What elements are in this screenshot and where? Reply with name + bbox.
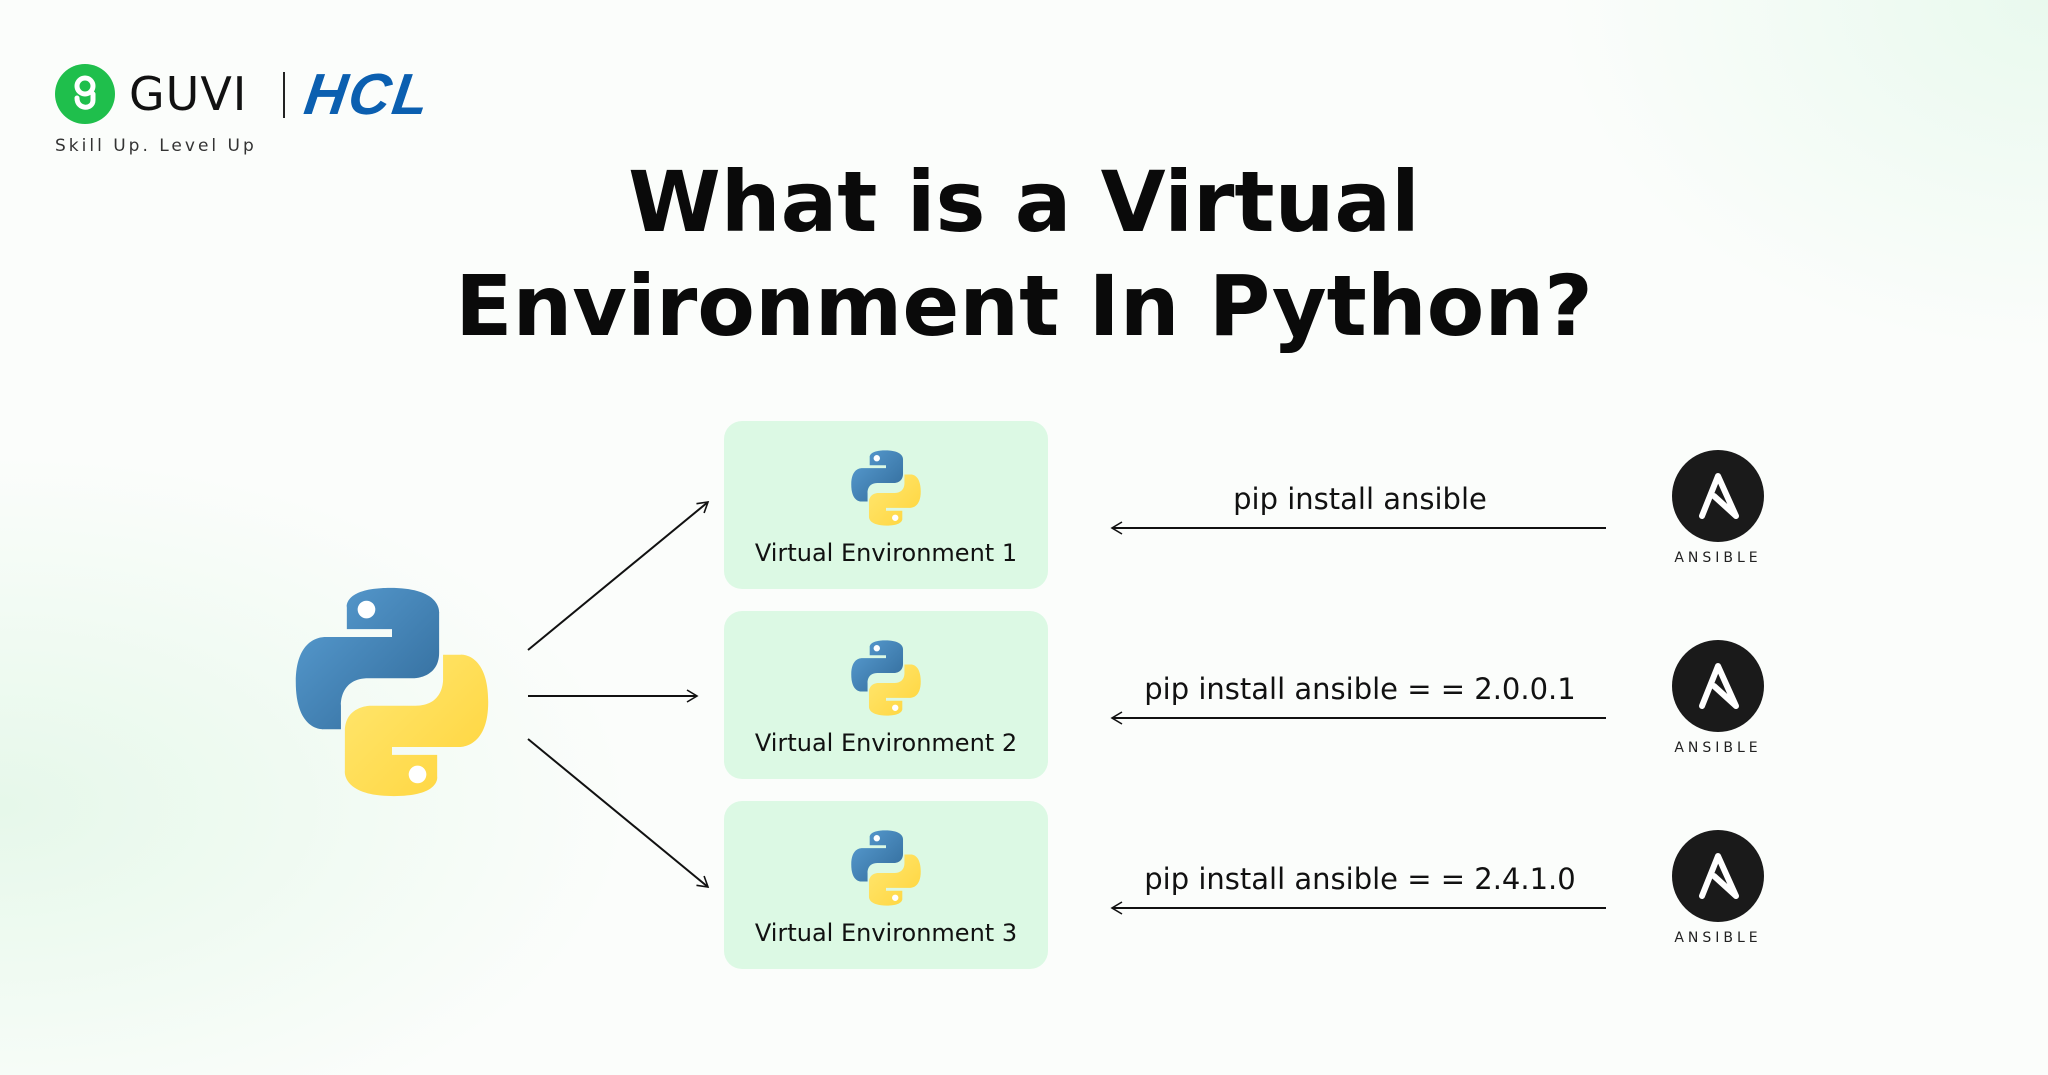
command-label-1: pip install ansible [1233, 482, 1487, 516]
page-title: What is a Virtual Environment In Python? [0, 150, 2048, 358]
env-label-2: Virtual Environment 2 [754, 729, 1018, 757]
env-box-3: Virtual Environment 3 [724, 801, 1048, 969]
ansible-logo-1: ANSIBLE [1666, 450, 1770, 580]
arrow-to-env-3 [527, 738, 710, 888]
env-box-2: Virtual Environment 2 [724, 611, 1048, 779]
ansible-wordmark: ANSIBLE [1674, 550, 1762, 566]
env-label-1: Virtual Environment 1 [754, 539, 1018, 567]
ansible-logo-3: ANSIBLE [1666, 830, 1770, 960]
guvi-logo-icon [55, 64, 115, 124]
brand-header: GUVI HCL Skill Up. Level Up [55, 62, 575, 164]
ansible-wordmark: ANSIBLE [1674, 740, 1762, 756]
command-label-2: pip install ansible = = 2.0.0.1 [1144, 672, 1576, 706]
python-icon [851, 450, 921, 526]
ansible-wordmark: ANSIBLE [1674, 930, 1762, 946]
brand-tagline: Skill Up. Level Up [55, 136, 257, 156]
arrow-to-env-1 [527, 501, 710, 651]
python-main-icon [295, 587, 489, 797]
guvi-wordmark: GUVI [129, 67, 248, 121]
ansible-icon [1672, 830, 1764, 922]
python-icon [851, 830, 921, 906]
ansible-icon [1672, 450, 1764, 542]
logo-divider [283, 72, 285, 118]
env-box-1: Virtual Environment 1 [724, 421, 1048, 589]
env-label-3: Virtual Environment 3 [754, 919, 1018, 947]
title-line-1: What is a Virtual [628, 153, 1420, 251]
command-label-3: pip install ansible = = 2.4.1.0 [1144, 862, 1576, 896]
python-icon [851, 640, 921, 716]
ansible-logo-2: ANSIBLE [1666, 640, 1770, 770]
title-line-2: Environment In Python? [455, 257, 1593, 355]
ansible-icon [1672, 640, 1764, 732]
